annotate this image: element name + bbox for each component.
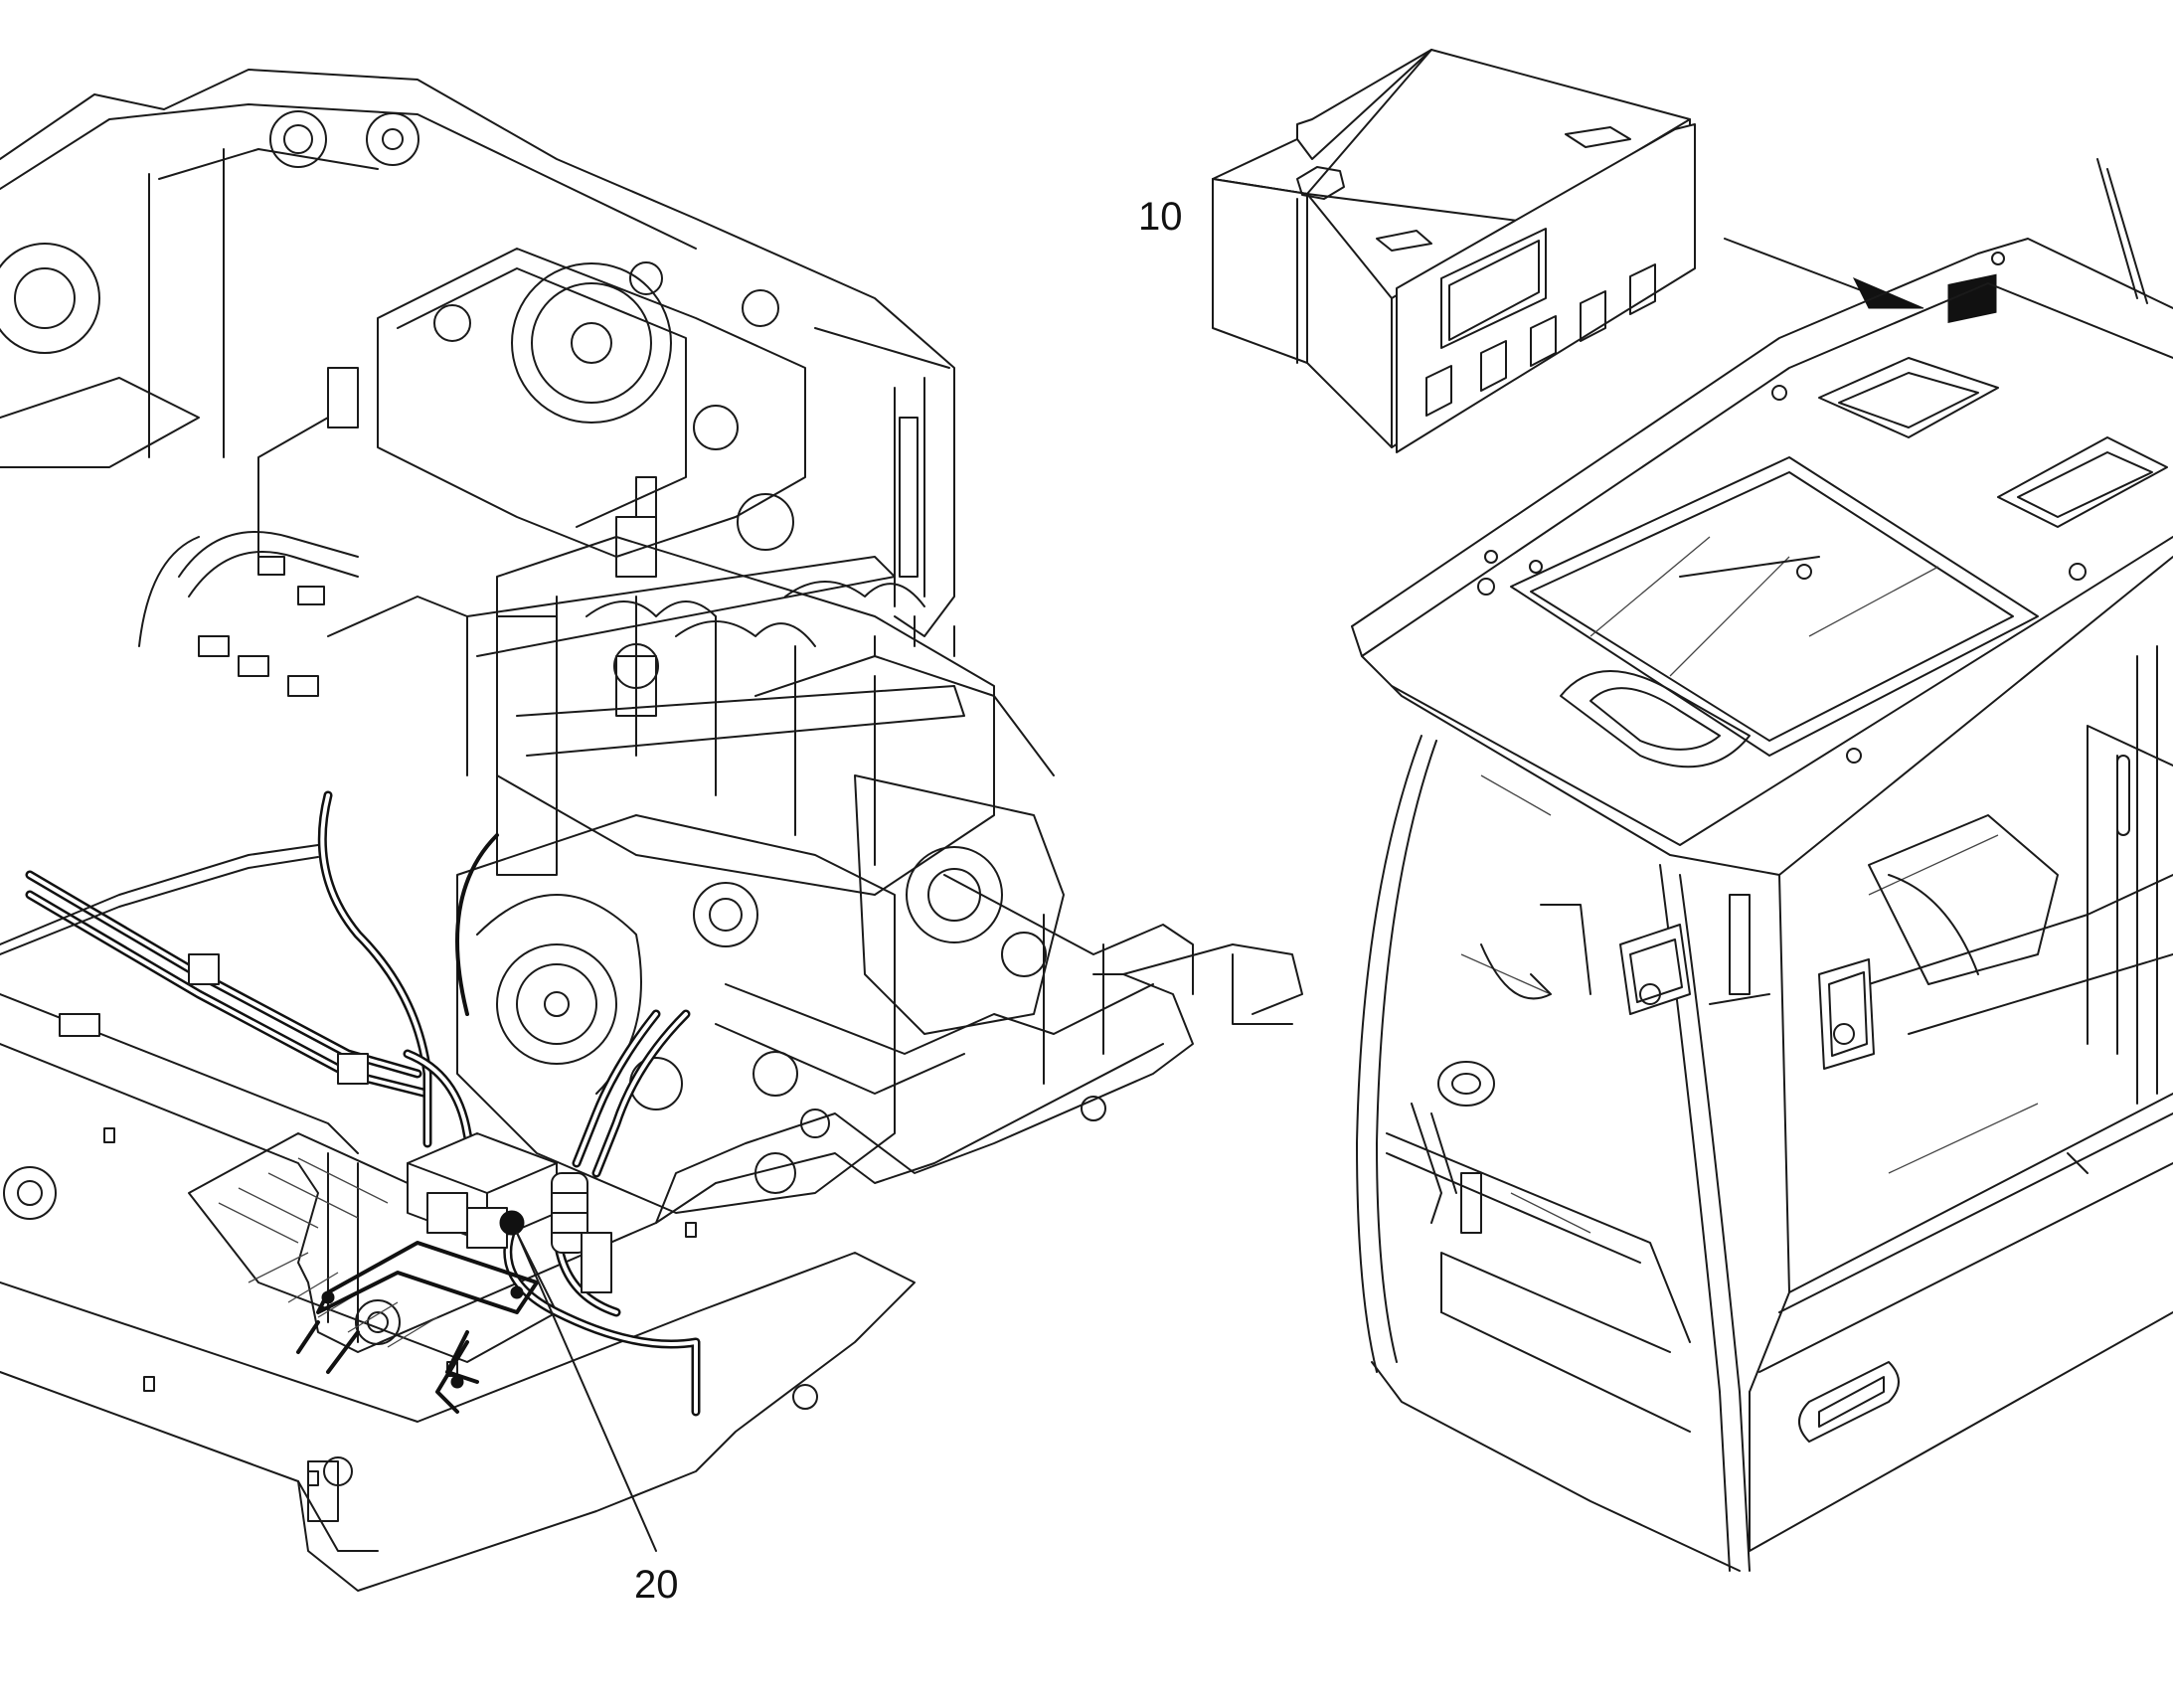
callout-20-leader — [516, 1232, 657, 1552]
engine-block — [138, 248, 1065, 1214]
callout-20-label: 20 — [634, 1563, 679, 1607]
machine-frame-assembly — [0, 69, 1303, 1592]
heater-control-panel-icon — [1212, 49, 1696, 453]
install-location-arrow — [1724, 238, 1997, 323]
cab-icon — [1351, 158, 2173, 1572]
callout-10-label: 10 — [1138, 195, 1183, 239]
heater-valve-block — [296, 1132, 612, 1414]
heater-hose-assembly — [317, 790, 701, 1417]
